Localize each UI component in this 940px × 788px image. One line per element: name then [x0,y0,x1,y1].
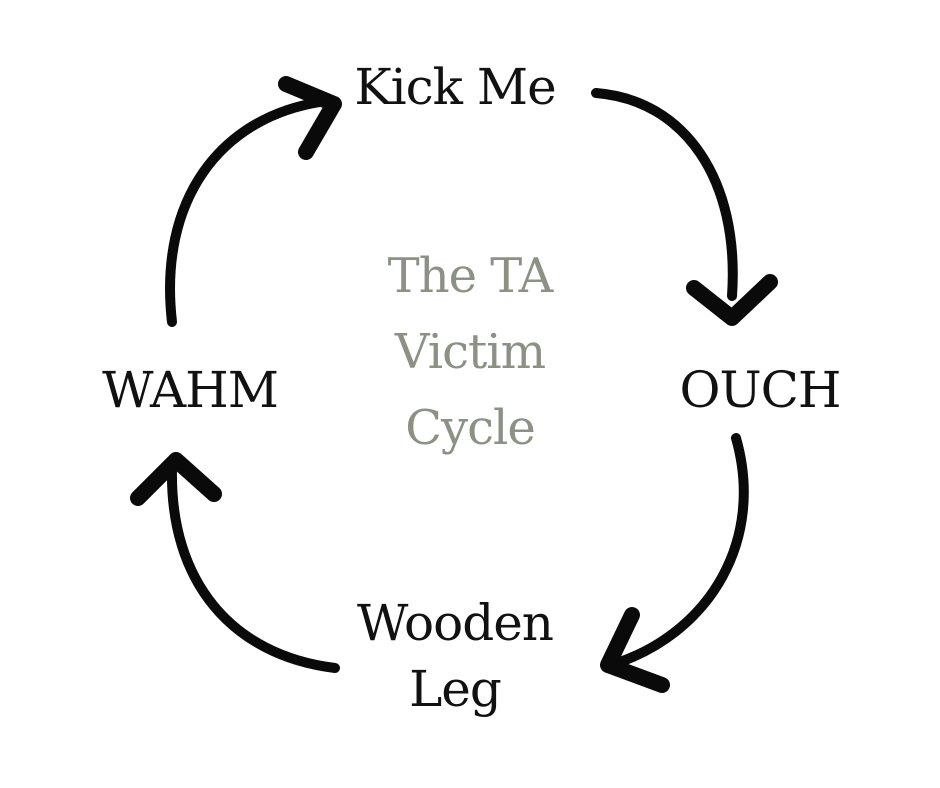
arrow-wahm-to-kick-head [278,76,342,160]
node-wahm: WAHM [80,352,300,428]
center-title-line-2: Victim [394,324,546,380]
node-wahm-label: WAHM [102,361,279,419]
node-wooden-leg-line-1: Wooden [356,594,554,652]
node-kick-me: Kick Me [330,52,580,122]
arrow-kick-to-ouch-shaft [591,88,738,301]
node-ouch-label: OUCH [679,361,842,419]
arrow-wahm-to-kick-shaft [165,97,325,327]
center-title-line-1: The TA [387,248,554,304]
arrow-wooden-to-wahm [130,452,340,673]
node-kick-me-label: Kick Me [354,58,556,116]
arrow-ouch-to-wooden-head [600,607,670,693]
arrow-wooden-to-wahm-shaft [166,465,340,673]
arrow-ouch-to-wooden-shaft [615,433,749,667]
arrow-wahm-to-kick [165,76,342,327]
node-wooden-leg: Wooden Leg [320,590,590,722]
center-title: The TA Victim Cycle [330,238,610,466]
arrow-kick-to-ouch-head [686,274,778,326]
node-ouch: OUCH [650,352,870,428]
arrow-wooden-to-wahm-head [130,452,222,506]
arrow-ouch-to-wooden [600,433,749,693]
node-wooden-leg-line-2: Leg [409,660,502,718]
arrow-kick-to-ouch [591,88,778,326]
center-title-line-3: Cycle [405,400,535,456]
